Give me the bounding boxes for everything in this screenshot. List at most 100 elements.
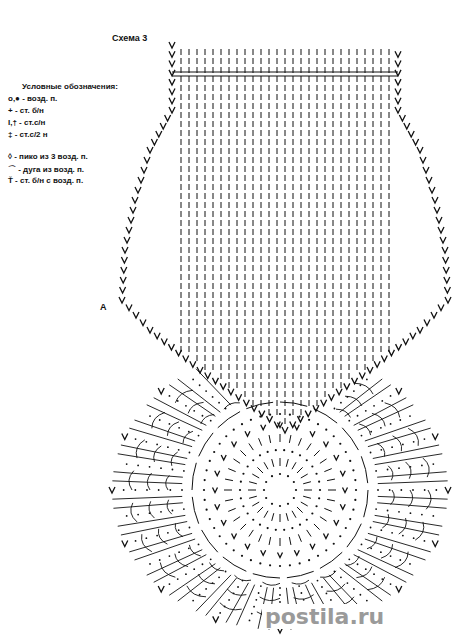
stitch-mark: [389, 49, 390, 55]
chain-dot: [390, 423, 392, 425]
stitch-mark: [373, 301, 374, 307]
chain-dot: [177, 578, 179, 580]
stitch-mark: [229, 319, 230, 325]
stitch-pair: [334, 455, 339, 460]
stitch-mark: [333, 364, 334, 370]
tall-stitch: [113, 472, 182, 477]
stitch-mark: [213, 76, 214, 82]
stitch-mark: [373, 121, 374, 127]
stitch-mark: [189, 85, 190, 91]
tall-stitch: [226, 583, 249, 623]
stitch-mark: [349, 166, 350, 172]
stitch-mark: [301, 274, 302, 280]
stitch-mark: [341, 121, 342, 127]
stitch-mark: [277, 364, 278, 370]
stitch-mark: [381, 166, 382, 172]
stitch-mark: [341, 184, 342, 190]
chain-arc: [391, 490, 395, 505]
stitch-mark: [225, 479, 233, 481]
stitch-mark: [285, 355, 286, 361]
chain-dot: [135, 540, 137, 542]
chain-arc: [388, 466, 393, 480]
stitch-mark: [237, 49, 238, 55]
chain-dot: [251, 613, 253, 615]
stitch-mark: [285, 148, 286, 154]
stitch-pair: [417, 147, 423, 153]
chain-arc: [234, 575, 251, 580]
stitch-mark: [245, 319, 246, 325]
stitch-mark: [277, 238, 278, 244]
stitch-mark: [189, 238, 190, 244]
chain-dot: [169, 583, 171, 585]
stitch-mark: [309, 85, 310, 91]
stitch-mark: [325, 247, 326, 253]
stitch-mark: [221, 211, 222, 217]
stitch-pair: [445, 297, 451, 303]
stitch-mark: [269, 175, 270, 181]
stitch-mark: [301, 373, 302, 379]
chain-arc: [142, 534, 152, 551]
stitch-mark: [197, 139, 198, 145]
stitch-mark: [317, 211, 318, 217]
chain-dot: [412, 489, 414, 491]
stitch-mark: [197, 337, 198, 343]
stitch-mark: [293, 229, 294, 235]
stitch-mark: [229, 103, 230, 109]
stitch-mark: [389, 76, 390, 82]
stitch-mark: [229, 121, 230, 127]
stitch-mark: [301, 139, 302, 145]
chain-arc: [171, 452, 178, 466]
stitch-mark: [317, 382, 318, 388]
tall-stitch: [154, 398, 207, 426]
stitch-mark: [253, 346, 254, 352]
stitch-mark: [317, 373, 318, 379]
stitch-mark: [264, 462, 268, 469]
tall-stitch: [169, 385, 215, 417]
stitch-mark: [317, 175, 318, 181]
stitch-pair: [154, 333, 160, 339]
stitch-mark: [357, 337, 358, 343]
stitch-mark: [365, 76, 366, 82]
stitch-mark: [221, 157, 222, 163]
stitch-mark: [189, 58, 190, 64]
stitch-mark: [205, 148, 206, 154]
chain-dot: [172, 510, 174, 512]
chain-dot: [199, 594, 201, 596]
stitch-mark: [293, 184, 294, 190]
stitch-mark: [229, 247, 230, 253]
chain-dot: [308, 559, 310, 561]
chain-dot: [399, 559, 401, 561]
stitch-mark: [269, 85, 270, 91]
stitch-pair: [176, 350, 182, 356]
stitch-pair: [438, 305, 444, 311]
stitch-mark: [293, 193, 294, 199]
stitch-mark: [389, 211, 390, 217]
stitch-mark: [245, 130, 246, 136]
stitch-mark: [221, 121, 222, 127]
chain-dot: [311, 465, 313, 467]
stitch-pair: [190, 361, 196, 367]
stitch-mark: [253, 211, 254, 217]
stitch-pair: [323, 533, 328, 538]
stitch-mark: [269, 364, 270, 370]
stitch-mark: [381, 274, 382, 280]
legend-entry: Ι,† - ст.с/н: [8, 118, 45, 127]
stitch-mark: [269, 328, 270, 334]
chain-dot: [370, 527, 372, 529]
chain-dot: [390, 395, 392, 397]
stitch-mark: [357, 310, 358, 316]
chain-dot: [333, 543, 335, 545]
stitch-mark: [309, 391, 310, 397]
stitch-mark: [289, 435, 291, 443]
stitch-mark: [373, 238, 374, 244]
tall-stitch: [377, 472, 446, 477]
stitch-mark: [261, 85, 262, 91]
stitch-mark: [285, 328, 286, 334]
stitch-mark: [229, 175, 230, 181]
stitch-mark: [365, 301, 366, 307]
stitch-mark: [229, 211, 230, 217]
stitch-mark: [205, 184, 206, 190]
stitch-mark: [221, 193, 222, 199]
stitch-mark: [229, 328, 230, 334]
stitch-mark: [205, 193, 206, 199]
